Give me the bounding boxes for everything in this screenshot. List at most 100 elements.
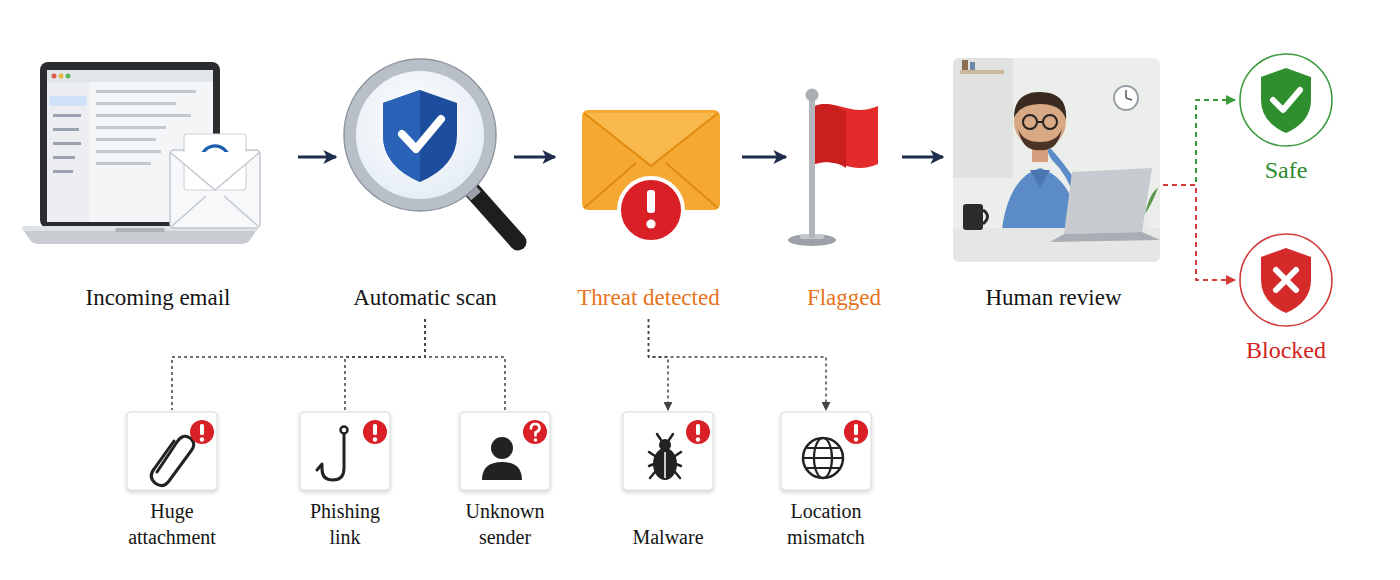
magnifier-icon-part — [470, 188, 518, 242]
magnifier-icon — [344, 59, 518, 242]
reviewer-photo-part — [1114, 86, 1138, 110]
indicator-link — [425, 319, 505, 410]
node-label: Malware — [632, 524, 703, 550]
indicator-node: Unknown sender — [453, 412, 557, 550]
outcome-node: Safe — [1236, 52, 1336, 185]
node-label: Safe — [1265, 155, 1308, 185]
malware-bug-icon-part — [649, 434, 681, 478]
decision-arrow — [1163, 185, 1235, 280]
indicator-node: Location mismatch — [774, 412, 878, 550]
node-label: Blocked — [1246, 335, 1326, 365]
laptop-illustration-part — [96, 150, 161, 153]
globe-icon — [781, 412, 871, 490]
email-envelope — [170, 134, 260, 228]
stage-node: Human review — [945, 55, 1162, 313]
outcome-node: Blocked — [1236, 232, 1336, 365]
attachment-icon — [127, 412, 217, 490]
laptop-illustration-part — [47, 82, 89, 222]
node-label: Phishing link — [293, 498, 397, 550]
laptop-illustration-part — [53, 170, 73, 173]
reviewer-photo-part — [1037, 121, 1043, 123]
attachment-icon-part — [151, 436, 194, 485]
reviewer-photo-part — [960, 70, 1004, 74]
flow-arrow — [298, 156, 336, 159]
phishing-hook-icon — [300, 412, 390, 490]
email-envelope-part — [170, 152, 260, 190]
globe-icon-part — [807, 448, 839, 468]
threat-envelope-part — [619, 178, 683, 242]
phishing-hook-icon-part — [317, 434, 344, 480]
magnifier-icon-part — [383, 90, 457, 182]
node-label: Automatic scan — [353, 283, 497, 313]
laptop-illustration-part — [96, 162, 151, 165]
reviewer-photo-part — [1030, 170, 1050, 188]
node-label: Flagged — [807, 283, 881, 313]
phishing-hook-icon-part — [373, 424, 377, 435]
reviewer-photo-part — [1014, 92, 1066, 120]
malware-bug-icon-part — [686, 420, 710, 444]
email-envelope-part — [170, 150, 260, 228]
phishing-hook-icon-part — [341, 427, 348, 434]
reviewer-photo-part — [953, 58, 1013, 178]
threat-envelope-part — [647, 190, 655, 213]
laptop-illustration-part — [59, 74, 64, 79]
unknown-sender-icon-part — [491, 437, 513, 459]
reviewer-photo-part — [1126, 98, 1132, 100]
flag-icon-part — [815, 104, 878, 168]
flag-icon — [788, 89, 878, 247]
phishing-hook-icon-part — [363, 420, 387, 444]
globe-icon-part — [803, 457, 843, 459]
magnifier-icon-part — [344, 59, 496, 211]
node-label: Location mismatch — [774, 498, 878, 550]
flag-icon-part — [806, 89, 819, 102]
indicator-node: Malware — [618, 412, 718, 550]
indicator-node: Huge attachment — [120, 412, 224, 550]
laptop-illustration-part — [53, 142, 81, 145]
flow-arrow — [902, 156, 943, 159]
flow-arrow — [742, 156, 786, 159]
threat-envelope-part — [584, 113, 718, 166]
attachment-icon-part — [200, 424, 204, 435]
node-label: Incoming email — [86, 283, 231, 313]
globe-icon-part — [844, 420, 868, 444]
indicator-link — [649, 319, 669, 410]
laptop-illustration-part — [96, 126, 166, 129]
magnifier-icon-part — [350, 65, 490, 205]
flag-icon-part — [815, 104, 846, 168]
stage-node: Threat detected — [557, 55, 740, 313]
unknown-sender-icon-part — [482, 462, 522, 480]
reviewer-photo-part — [970, 62, 975, 70]
decision-arrow — [1163, 100, 1235, 185]
blocked-badge — [1240, 234, 1332, 326]
reviewer-photo-part — [963, 204, 983, 230]
node-label: Human review — [985, 283, 1121, 313]
stage-node: Automatic scan — [338, 55, 512, 313]
reviewer-photo-part — [962, 60, 968, 70]
threat-envelope — [582, 110, 720, 242]
laptop-illustration-part — [53, 128, 79, 131]
reviewer-photo-part — [1050, 232, 1160, 242]
globe-icon-part — [781, 412, 871, 490]
stage-node: Flagged — [788, 55, 900, 313]
stage-node: Incoming email — [20, 55, 296, 313]
unknown-sender-icon-part — [460, 412, 550, 490]
malware-bug-icon-part — [696, 437, 700, 441]
laptop-illustration-part — [96, 90, 196, 93]
reviewer-photo-part — [1043, 115, 1057, 129]
blocked-badge-part — [1261, 248, 1311, 313]
laptop-illustration-part — [115, 228, 165, 232]
laptop-illustration-part — [47, 70, 213, 82]
reviewer-photo-part — [953, 58, 1160, 262]
reviewer-photo-part — [1125, 90, 1127, 98]
reviewer-photo-part — [1064, 168, 1152, 234]
laptop-illustration-part — [52, 74, 57, 79]
malware-bug-icon-part — [653, 448, 677, 480]
laptop-illustration-part — [96, 114, 191, 117]
reviewer-photo-part — [1018, 128, 1062, 150]
laptop-illustration-part — [53, 114, 81, 117]
laptop-illustration-part — [96, 102, 176, 105]
reviewer-photo-part — [953, 228, 1160, 262]
phishing-hook-icon-part — [300, 412, 390, 490]
indicator-link — [345, 319, 425, 410]
